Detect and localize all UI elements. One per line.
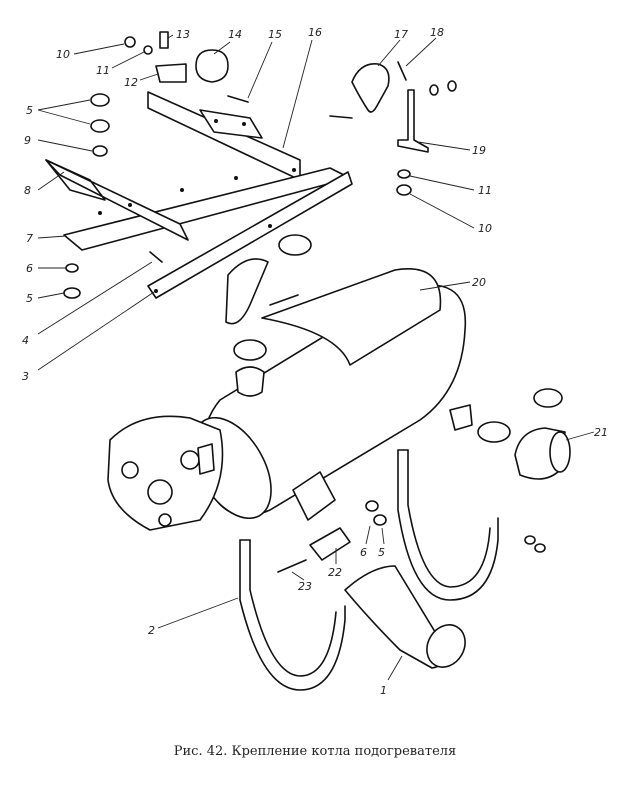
callout-2: 2 <box>148 624 155 637</box>
callout-21: 21 <box>594 426 608 439</box>
callout-4: 4 <box>22 334 29 347</box>
callout-6: 6 <box>26 262 33 275</box>
callout-9: 9 <box>24 134 31 147</box>
hose-clamps <box>233 234 563 443</box>
callout-labels: 1 2 3 4 5 6 7 8 9 10 11 12 13 14 15 16 1… <box>22 26 608 697</box>
bracket-16 <box>147 91 301 181</box>
boiler-body <box>192 258 473 521</box>
clamp-1 <box>344 565 466 669</box>
callout-6-lower: 6 <box>360 546 367 559</box>
callout-15: 15 <box>268 28 282 41</box>
elbow-21 <box>514 427 571 480</box>
clamp-right <box>397 449 499 601</box>
callout-1: 1 <box>380 684 387 697</box>
callout-14: 14 <box>228 28 242 41</box>
leader-lines <box>37 34 595 681</box>
callout-11-right: 11 <box>478 184 492 197</box>
callout-5-bottom: 5 <box>378 546 385 559</box>
callout-8: 8 <box>24 184 31 197</box>
burner-head <box>107 415 224 531</box>
callout-13: 13 <box>176 28 190 41</box>
callout-10: 10 <box>56 48 70 61</box>
callout-22: 22 <box>328 566 342 579</box>
callout-3: 3 <box>22 370 29 383</box>
clamp-2 <box>239 539 346 691</box>
callout-20: 20 <box>472 276 486 289</box>
callout-17: 17 <box>394 28 408 41</box>
callout-23: 23 <box>298 580 312 593</box>
callout-5-lower: 5 <box>26 292 33 305</box>
callout-11: 11 <box>96 64 110 77</box>
callout-16: 16 <box>308 26 322 39</box>
callout-18: 18 <box>430 26 444 39</box>
callout-10-right: 10 <box>478 222 492 235</box>
callout-5: 5 <box>26 104 33 117</box>
figure-caption: Рис. 42. Крепление котла подогревателя <box>173 744 457 759</box>
fasteners <box>63 31 546 573</box>
callout-12: 12 <box>124 76 138 89</box>
callout-7: 7 <box>26 232 33 245</box>
callout-19: 19 <box>472 144 486 157</box>
strap-3 <box>147 171 353 299</box>
